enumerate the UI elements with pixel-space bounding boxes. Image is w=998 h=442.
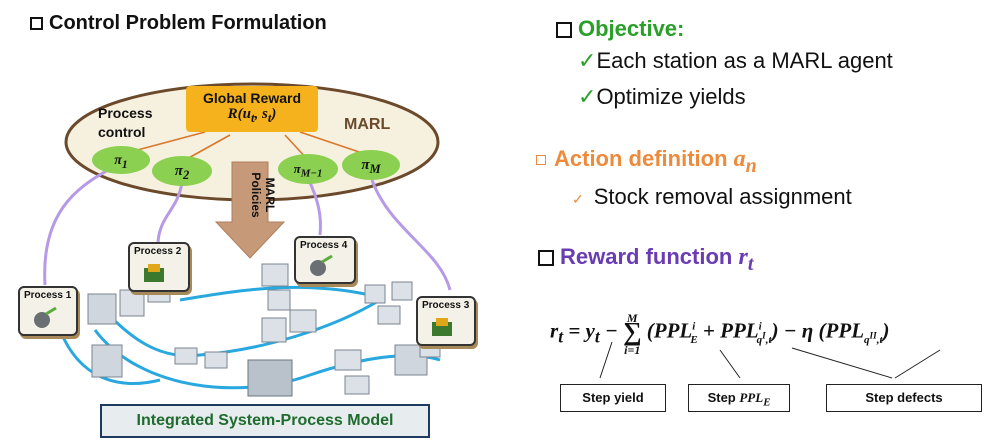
global-reward-box: Global Reward R(ut, st) bbox=[186, 86, 318, 132]
equation-pointers bbox=[599, 341, 941, 379]
check-icon: ✓ bbox=[578, 48, 597, 73]
process-card-3: Process 3 bbox=[416, 296, 476, 346]
policy-pi-1: π1 bbox=[92, 146, 150, 174]
checkbox-icon bbox=[30, 17, 43, 31]
workpiece-icon bbox=[144, 264, 164, 282]
process-card-4: Process 4 bbox=[294, 236, 356, 284]
step-yield-label: Step yield bbox=[560, 384, 666, 412]
process-card-1: Process 1 bbox=[18, 286, 78, 336]
marl-policies-arrow bbox=[214, 161, 286, 259]
reward-heading: Reward function rt bbox=[538, 244, 753, 276]
checkbox-icon bbox=[538, 250, 554, 267]
reward-symbol: rt bbox=[738, 244, 754, 275]
marl-label: MARL bbox=[344, 116, 391, 133]
checkbox-icon bbox=[556, 22, 572, 39]
global-reward-formula: R(ut, st) bbox=[227, 106, 277, 125]
policy-pi-m-1: πM−1 bbox=[278, 154, 338, 184]
link-process-3 bbox=[370, 179, 452, 291]
policy-pi-m: πM bbox=[342, 150, 400, 180]
objective-heading: Objective: bbox=[556, 16, 684, 42]
cutting-icon bbox=[310, 254, 333, 276]
left-heading: Control Problem Formulation bbox=[30, 12, 327, 35]
workpiece-icon bbox=[432, 318, 452, 336]
action-item: ✓Stock removal assignment bbox=[572, 184, 852, 209]
marl-policies-label: MARL Policies bbox=[249, 172, 277, 218]
objective-item-1: ✓Each station as a MARL agent bbox=[578, 48, 893, 73]
machines bbox=[87, 263, 441, 397]
global-reward-label: Global Reward bbox=[202, 90, 302, 106]
check-icon: ✓ bbox=[572, 191, 584, 207]
policy-pi-2: π2 bbox=[152, 156, 212, 186]
step-ppl-e-label: Step PPLE bbox=[688, 384, 790, 412]
square-bullet-icon bbox=[536, 155, 546, 166]
step-defects-label: Step defects bbox=[826, 384, 982, 412]
grinding-icon bbox=[34, 306, 57, 328]
process-control-label: Process control bbox=[98, 105, 153, 140]
left-heading-text: Control Problem Formulation bbox=[49, 12, 327, 34]
action-heading: Action definition an bbox=[536, 146, 757, 178]
link-process-2 bbox=[156, 181, 184, 243]
integrated-model-label: Integrated System-Process Model bbox=[100, 404, 430, 438]
check-icon: ✓ bbox=[578, 84, 597, 109]
objective-item-2: ✓Optimize yields bbox=[578, 84, 746, 109]
process-card-2: Process 2 bbox=[128, 242, 190, 292]
action-symbol: an bbox=[733, 146, 757, 177]
reward-equation: rt = yt − M ∑ i=1 (PPLiE + PPLiqI,t) − η… bbox=[550, 311, 890, 357]
